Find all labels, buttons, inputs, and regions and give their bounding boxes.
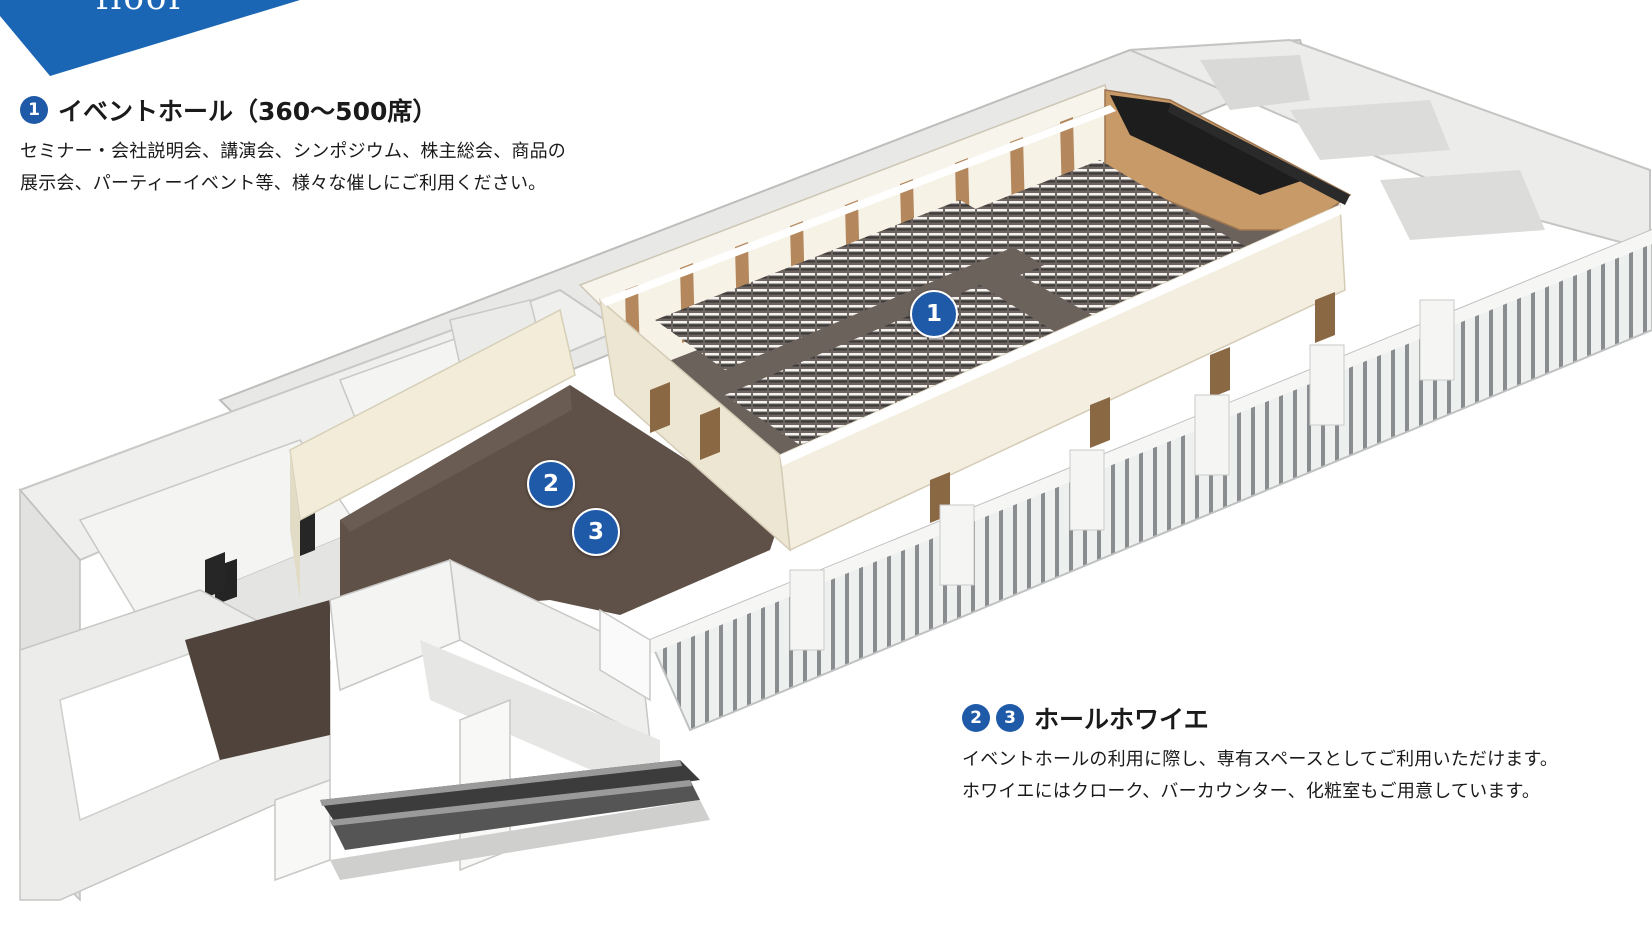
banner-label: floor	[96, 0, 187, 18]
lower-structure	[274, 558, 710, 882]
event-hall	[578, 83, 1455, 651]
section-number-badge-3: 3	[996, 704, 1024, 732]
marker-foyer-3: 3	[572, 508, 620, 556]
floor-banner: floor	[0, 0, 320, 80]
event-hall-desc-line2: 展示会、パーティーイベント等、様々な催しにご利用ください。	[20, 173, 547, 194]
marker-event-hall: 1	[910, 290, 958, 338]
hall-foyer-section: 2 3 ホールホワイエ イベントホールの利用に際し、専有スペースとしてご利用いた…	[962, 700, 1652, 808]
event-hall-section: 1 イベントホール（360〜500席） セミナー・会社説明会、講演会、シンポジウ…	[20, 92, 680, 200]
event-hall-description: セミナー・会社説明会、講演会、シンポジウム、株主総会、商品の 展示会、パーティー…	[20, 136, 680, 200]
hall-foyer-description: イベントホールの利用に際し、専有スペースとしてご利用いただけます。 ホワイエには…	[962, 744, 1652, 808]
marker-foyer-2: 2	[527, 460, 575, 508]
section-number-badge: 1	[20, 96, 48, 124]
event-hall-desc-line1: セミナー・会社説明会、講演会、シンポジウム、株主総会、商品の	[20, 141, 566, 162]
event-hall-title: イベントホール（360〜500席）	[58, 97, 438, 126]
escalator	[320, 760, 710, 880]
event-hall-heading: 1 イベントホール（360〜500席）	[20, 92, 680, 128]
section-number-badge-2: 2	[962, 704, 990, 732]
hall-foyer-heading: 2 3 ホールホワイエ	[962, 700, 1652, 736]
hall-foyer-desc-line2: ホワイエにはクローク、バーカウンター、化粧室もご用意しています。	[962, 781, 1541, 802]
hall-foyer-desc-line1: イベントホールの利用に際し、専有スペースとしてご利用いただけます。	[962, 749, 1559, 770]
foyer-partition	[289, 308, 576, 600]
hall-foyer-title: ホールホワイエ	[1034, 705, 1209, 734]
